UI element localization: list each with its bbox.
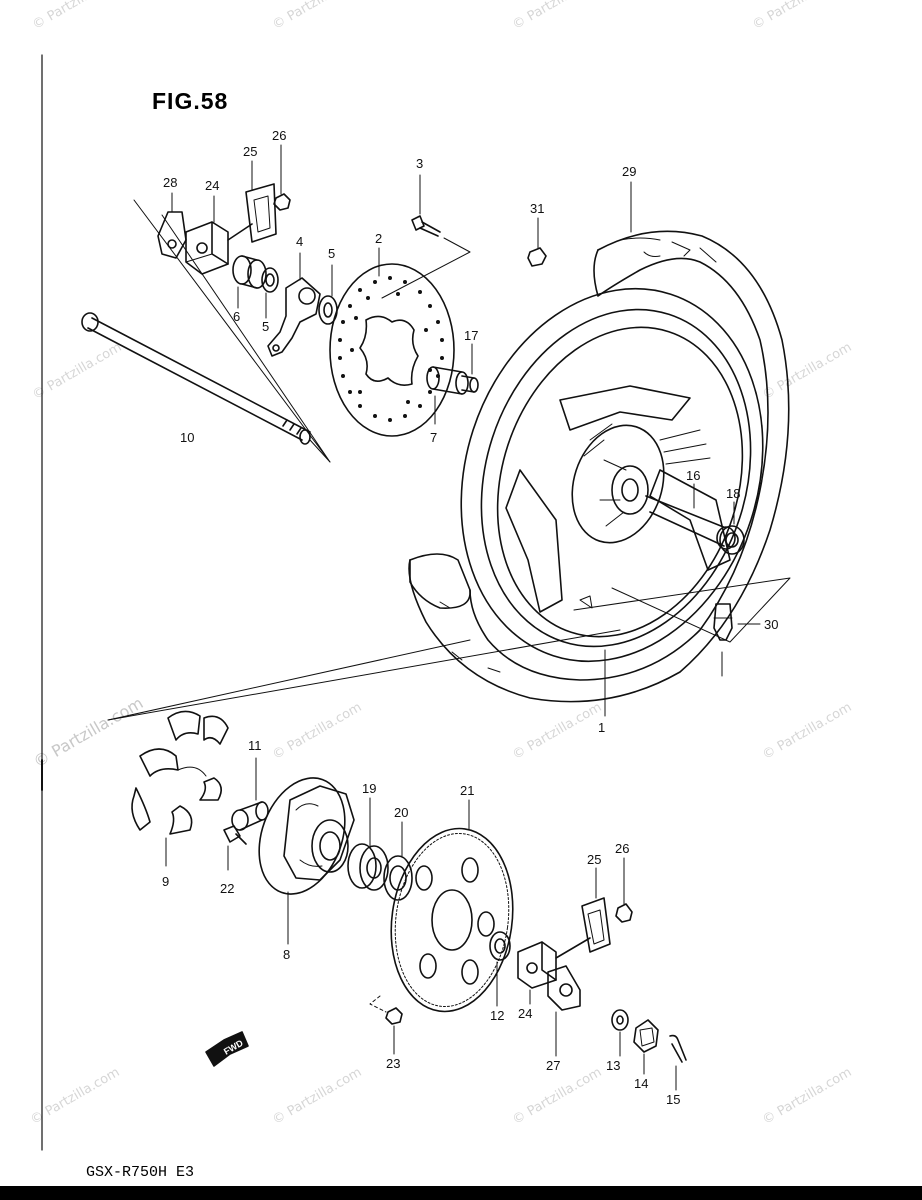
callout-9: 9: [162, 874, 169, 889]
sprocket-hub: [258, 777, 355, 945]
callout-8: 8: [283, 947, 290, 962]
cush-damper: [131, 710, 229, 867]
callout-24a: 24: [205, 178, 219, 193]
wheel: [408, 230, 790, 703]
callout-26b: 26: [615, 841, 629, 856]
callout-17: 17: [464, 328, 478, 343]
nut: [527, 217, 547, 267]
figure-title: FIG.58: [152, 88, 229, 114]
callout-27: 27: [546, 1058, 560, 1073]
callout-5b: 5: [262, 319, 269, 334]
brake-disc: [329, 247, 455, 437]
callout-6: 6: [233, 309, 240, 324]
spacer: [645, 483, 745, 555]
valve: [713, 603, 761, 677]
callout-29: 29: [622, 164, 636, 179]
spacer: [426, 343, 479, 425]
nut: [615, 857, 633, 923]
bolt: [381, 174, 471, 299]
callout-3: 3: [416, 156, 423, 171]
callout-22: 22: [220, 881, 234, 896]
callout-14: 14: [634, 1076, 648, 1091]
callout-18: 18: [726, 486, 740, 501]
callout-28: 28: [163, 175, 177, 190]
callout-31: 31: [530, 201, 544, 216]
adjuster-plate: [245, 160, 277, 243]
callout-5a: 5: [328, 246, 335, 261]
cotter-pin: [669, 1034, 687, 1091]
chain-adjuster: [185, 195, 253, 275]
sprocket: [390, 799, 514, 1013]
adjuster-plate: [581, 867, 611, 953]
callout-21: 21: [460, 783, 474, 798]
nut: [273, 144, 291, 211]
callout-11: 11: [248, 738, 262, 753]
plate: [157, 192, 187, 259]
collar: [489, 931, 511, 1007]
callout-24b: 24: [518, 1006, 532, 1021]
fwd-arrow-icon: [205, 1031, 249, 1067]
callout-25b: 25: [587, 852, 601, 867]
callout-15: 15: [666, 1092, 680, 1107]
callout-1: 1: [598, 720, 605, 735]
chain-adjuster: [517, 937, 591, 1005]
callout-20: 20: [394, 805, 408, 820]
spacer: [261, 267, 279, 319]
callout-10: 10: [180, 430, 194, 445]
callout-13: 13: [606, 1058, 620, 1073]
bolt: [223, 825, 247, 871]
bolt: [231, 757, 269, 831]
callout-19: 19: [362, 781, 376, 796]
torque-link: [267, 252, 321, 357]
callout-23: 23: [386, 1056, 400, 1071]
callout-4: 4: [296, 234, 303, 249]
callout-25a: 25: [243, 144, 257, 159]
nut: [369, 995, 403, 1055]
plate: [547, 965, 581, 1057]
castle-nut: [633, 1019, 659, 1075]
callout-12: 12: [490, 1008, 504, 1023]
model-code: GSX-R750H E3: [86, 1164, 195, 1181]
callout-26a: 26: [272, 128, 286, 143]
bottom-border: [0, 1186, 922, 1200]
callout-16: 16: [686, 468, 700, 483]
bearing: [232, 255, 267, 309]
bearing: [347, 797, 389, 891]
callout-30: 30: [764, 617, 778, 632]
washer: [611, 1009, 629, 1057]
callout-2: 2: [375, 231, 382, 246]
callout-7: 7: [430, 430, 437, 445]
